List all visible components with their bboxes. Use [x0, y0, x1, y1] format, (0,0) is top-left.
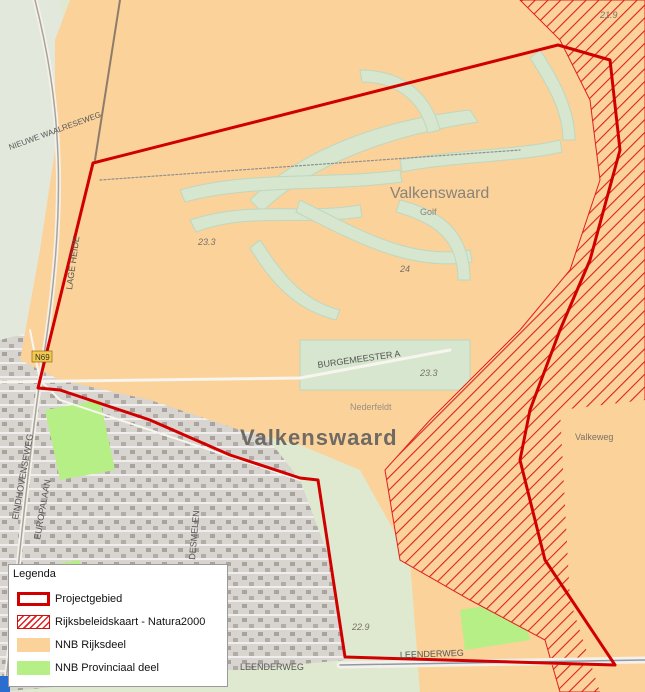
road-shield-n69 — [31, 350, 53, 363]
place-label-valkenswaard-golf: Valkenswaard — [390, 185, 489, 202]
east-strip — [560, 400, 645, 692]
green-fill-box-icon — [17, 661, 50, 675]
red-hatch-box-icon — [17, 615, 50, 629]
golf-fairways — [179, 49, 576, 391]
place-label-golf: Golf — [420, 207, 437, 217]
legend-item-label: NNB Provinciaal deel — [55, 662, 159, 674]
map-legend: Legenda Projectgebied Rijksbeleidskaart … — [8, 564, 228, 687]
elevation-label-1: 21.9 — [599, 10, 618, 20]
elevation-label-5: 22.9 — [351, 622, 370, 632]
road-shield-n69-text: N69 — [35, 353, 50, 362]
street-label-leenderweg-left: LEENDERWEG — [240, 662, 304, 672]
street-label-leenderweg-right: LEENDERWEG — [400, 648, 464, 660]
place-label-valkenswaard: Valkenswaard — [240, 425, 398, 450]
legend-item-natura2000: Rijksbeleidskaart - Natura2000 — [17, 613, 205, 631]
legend-item-nnb-provinciaal: NNB Provinciaal deel — [17, 659, 159, 677]
place-label-nederfeldt: Nederfeldt — [350, 402, 392, 412]
elevation-label-4: 23.3 — [419, 368, 438, 378]
legend-item-label: NNB Rijksdeel — [55, 639, 126, 651]
red-outline-box-icon — [17, 592, 50, 606]
legend-item-label: Rijksbeleidskaart - Natura2000 — [55, 616, 206, 628]
legend-title: Legenda — [13, 568, 56, 580]
map-control-corner[interactable] — [0, 676, 10, 692]
projectgebied-boundary[interactable] — [36, 43, 622, 667]
street-label-desmelen: DESMELEN — [187, 510, 201, 560]
orange-fill-box-icon — [17, 638, 50, 652]
elevation-label-2: 23.3 — [197, 237, 216, 247]
legend-item-nnb-rijksdeel: NNB Rijksdeel — [17, 636, 126, 654]
legend-item-projectgebied: Projectgebied — [17, 590, 122, 608]
place-label-valkeweg: Valkeweg — [575, 432, 613, 442]
elevation-label-3: 24 — [399, 264, 410, 274]
legend-item-label: Projectgebied — [55, 593, 123, 605]
